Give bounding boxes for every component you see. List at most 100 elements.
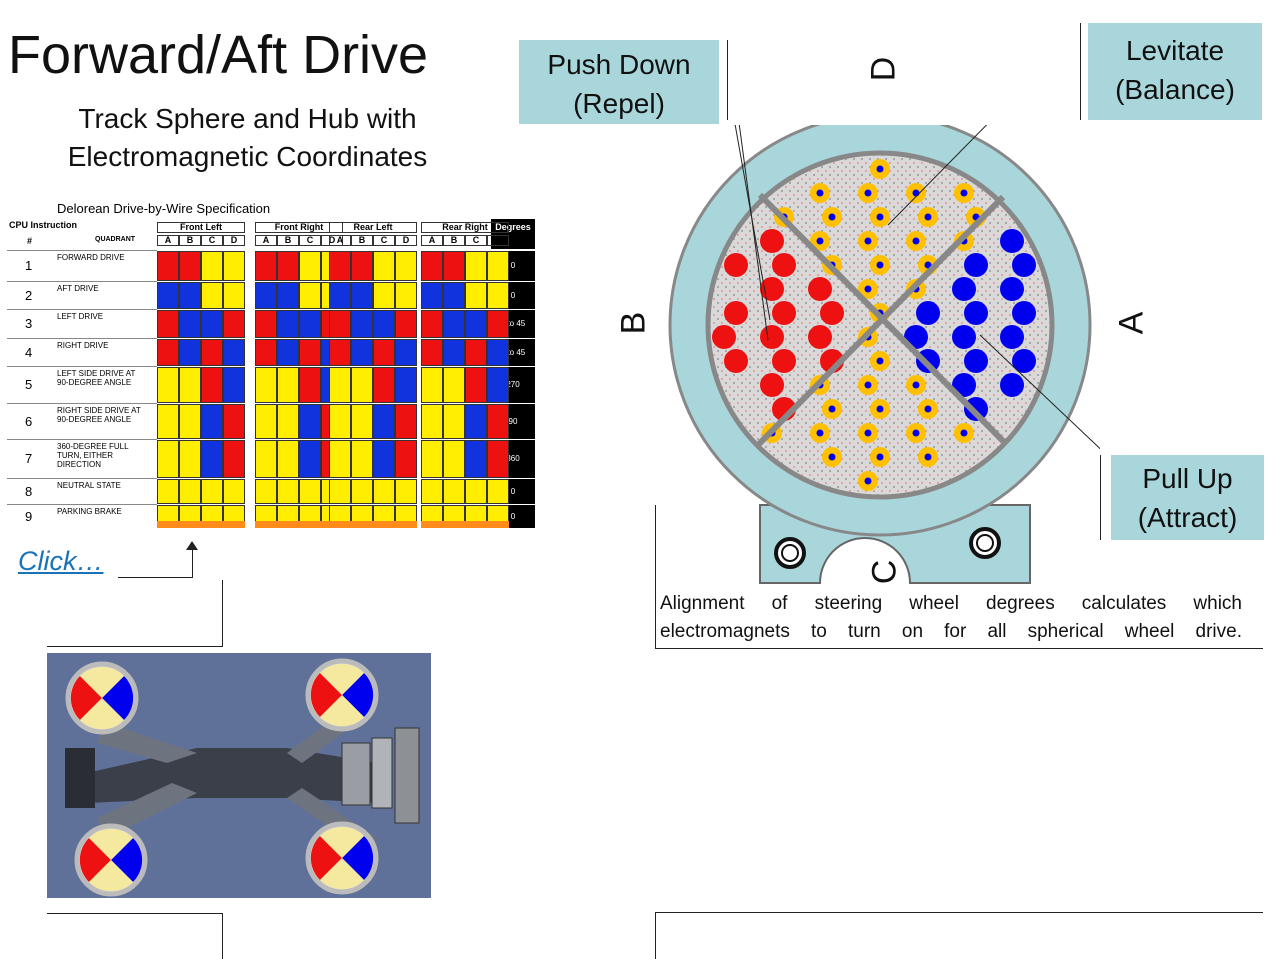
electromagnet — [1012, 253, 1036, 277]
spec-quadrant-cell — [277, 310, 299, 338]
spec-quadrant-cell — [373, 440, 395, 478]
electromagnet-core — [912, 381, 920, 389]
frame-line — [727, 40, 728, 120]
spec-quadrant-cell — [351, 251, 373, 281]
spec-quadrant-cell — [255, 440, 277, 478]
spec-quadrant-cell — [351, 339, 373, 366]
spec-quadrant-cell — [465, 282, 487, 309]
electromagnet-core — [924, 405, 932, 413]
spec-quadrant-cell — [443, 404, 465, 439]
spec-quadrant-col: D — [223, 235, 245, 246]
spec-quadrant-col: A — [255, 235, 277, 246]
electromagnet-core — [924, 453, 932, 461]
spec-quadrant-cell — [179, 251, 201, 281]
link-connector-line — [118, 577, 192, 578]
spec-quadrant-cell — [373, 282, 395, 309]
spec-quadrant-cell — [201, 404, 223, 439]
spec-quadrant-cell — [487, 282, 509, 309]
spec-quadrant-col: A — [157, 235, 179, 246]
spec-quadrant-cell — [201, 251, 223, 281]
spec-quadrant-col: A — [421, 235, 443, 246]
electromagnet-core — [876, 261, 884, 269]
spec-quadrant-cell — [157, 440, 179, 478]
pointer-line — [887, 125, 988, 226]
electromagnet-core — [828, 453, 836, 461]
spec-quadrant-cell — [421, 404, 443, 439]
click-link[interactable]: Click… — [18, 546, 104, 576]
push-down-callout: Push Down (Repel) — [519, 40, 719, 124]
spec-quadrant-cell — [487, 404, 509, 439]
electromagnet-core — [876, 357, 884, 365]
frame-line — [655, 912, 656, 959]
spec-quadrant-cell — [443, 282, 465, 309]
spec-quadrant-cell — [443, 440, 465, 478]
quadrant-label-a: A — [1112, 311, 1151, 335]
spec-row-name: LEFT DRIVE — [57, 312, 104, 321]
spec-quadrant-cell — [329, 440, 351, 478]
electromagnet — [712, 325, 736, 349]
spec-quadrant-cell — [351, 367, 373, 403]
spec-quadrant-cell — [487, 339, 509, 366]
quadrant-divider — [755, 194, 1006, 448]
spec-quadrant-cell — [179, 404, 201, 439]
electromagnet — [760, 325, 784, 349]
frame-line — [222, 913, 223, 959]
spec-quadrant-cell — [201, 282, 223, 309]
electromagnet — [964, 349, 988, 373]
spec-quadrant-cell — [299, 251, 321, 281]
spec-quadrant-cell — [421, 440, 443, 478]
spec-quadrant-cell — [179, 367, 201, 403]
spec-quadrant-cell — [487, 440, 509, 478]
electromagnet — [1000, 229, 1024, 253]
electromagnet-core — [960, 429, 968, 437]
spec-quadrant-cell — [329, 479, 351, 504]
spec-quadrant-cell — [299, 479, 321, 504]
sphere-hub-diagram — [668, 125, 1100, 584]
page-subtitle: Track Sphere and Hub with Electromagneti… — [67, 103, 428, 172]
spec-quadrant-cell — [443, 310, 465, 338]
electromagnet-core — [876, 213, 884, 221]
spec-quadrant-cell — [223, 479, 245, 504]
spec-row-name: AFT DRIVE — [57, 284, 99, 293]
spec-row-name: RIGHT DRIVE — [57, 341, 109, 350]
electromagnet — [964, 253, 988, 277]
electromagnet — [808, 325, 832, 349]
spec-quadrant-cell — [299, 282, 321, 309]
spec-quadrant-cell — [223, 282, 245, 309]
spec-quadrant-cell — [299, 440, 321, 478]
electromagnet — [724, 349, 748, 373]
spec-quadrant-cell — [465, 367, 487, 403]
spec-row-divider — [7, 309, 157, 310]
spec-quadrant-col: C — [373, 235, 395, 246]
electromagnet — [964, 397, 988, 421]
electromagnet-core — [864, 381, 872, 389]
spec-quadrant-cell — [395, 367, 417, 403]
spec-quadrant-cell — [157, 404, 179, 439]
spec-quadrant-cell — [201, 339, 223, 366]
spec-quadrant-cell — [299, 310, 321, 338]
spec-row-num: 7 — [25, 451, 33, 466]
spec-row-divider — [7, 504, 157, 505]
spec-parking-strip — [421, 521, 509, 528]
wheel-quadrant-icon — [305, 821, 379, 895]
electromagnet-core — [912, 429, 920, 437]
spec-quadrant-cell — [329, 282, 351, 309]
electromagnet-core — [864, 477, 872, 485]
spec-quadrant-cell — [351, 440, 373, 478]
spec-quadrant-cell — [395, 310, 417, 338]
spec-quadrant-cell — [299, 339, 321, 366]
spec-quadrant-col: C — [201, 235, 223, 246]
spec-quadrant-cell — [465, 404, 487, 439]
spec-quadrant-cell — [373, 404, 395, 439]
spec-quadrant-cell — [179, 440, 201, 478]
quadrant-label-d: D — [864, 56, 903, 82]
spec-quadrant-cell — [443, 479, 465, 504]
diagram-caption: Alignment of steering wheel degrees calc… — [660, 593, 1242, 642]
spec-quadrant-cell — [201, 367, 223, 403]
spec-quadrant-col: D — [395, 235, 417, 246]
spec-quadrant-cell — [223, 251, 245, 281]
page-title: Forward/Aft Drive — [8, 25, 429, 85]
electromagnet-core — [924, 261, 932, 269]
spec-quadrant-cell — [223, 404, 245, 439]
spec-quadrant-cell — [277, 479, 299, 504]
